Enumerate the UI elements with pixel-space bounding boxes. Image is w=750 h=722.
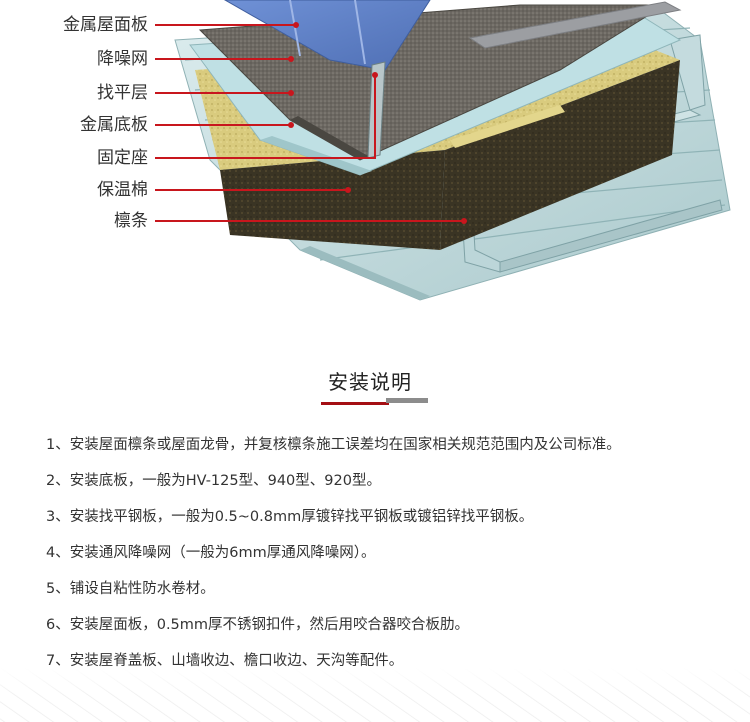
title-underline-gray: [386, 398, 428, 403]
membrane-shape: [468, 1, 682, 49]
step-item: 3、安装找平钢板，一般为0.5~0.8mm厚镀锌找平钢板或镀铝锌找平钢板。: [46, 509, 534, 525]
label-leveling-layer: 找平层: [97, 83, 148, 103]
step-item: 2、安装底板，一般为HV-125型、940型、920型。: [46, 473, 381, 489]
title-underline-red: [321, 402, 389, 405]
leader-lines: [155, 24, 464, 222]
leader-dots: [288, 22, 467, 224]
step-item: 1、安装屋面檩条或屋面龙骨，并复核檩条施工误差均在国家相关规范范围内及公司标准。: [46, 437, 621, 453]
fixing-seat-shape: [367, 61, 386, 159]
installation-steps: 1、安装屋面檩条或屋面龙骨，并复核檩条施工误差均在国家相关规范范围内及公司标准。…: [46, 430, 746, 682]
step-item: 7、安装屋脊盖板、山墙收边、檐口收边、天沟等配件。: [46, 653, 404, 669]
step-item: 6、安装屋面板，0.5mm厚不锈钢扣件，然后用咬合器咬合板肋。: [46, 617, 470, 633]
label-metal-roof-panel: 金属屋面板: [63, 15, 148, 35]
label-fixing-seat: 固定座: [97, 148, 148, 168]
label-noise-mesh: 降噪网: [97, 49, 148, 69]
step-item: 4、安装通风降噪网（一般为6mm厚通风降噪网）。: [46, 545, 376, 561]
label-purlin: 檩条: [114, 211, 148, 231]
step-item: 5、铺设自粘性防水卷材。: [46, 581, 215, 597]
roof-layers-diagram: [155, 0, 731, 301]
label-metal-base-plate: 金属底板: [80, 115, 148, 135]
label-insulation-wool: 保温棉: [97, 180, 148, 200]
decorative-hatch-background: [0, 668, 750, 722]
section-title: 安装说明: [328, 370, 412, 394]
